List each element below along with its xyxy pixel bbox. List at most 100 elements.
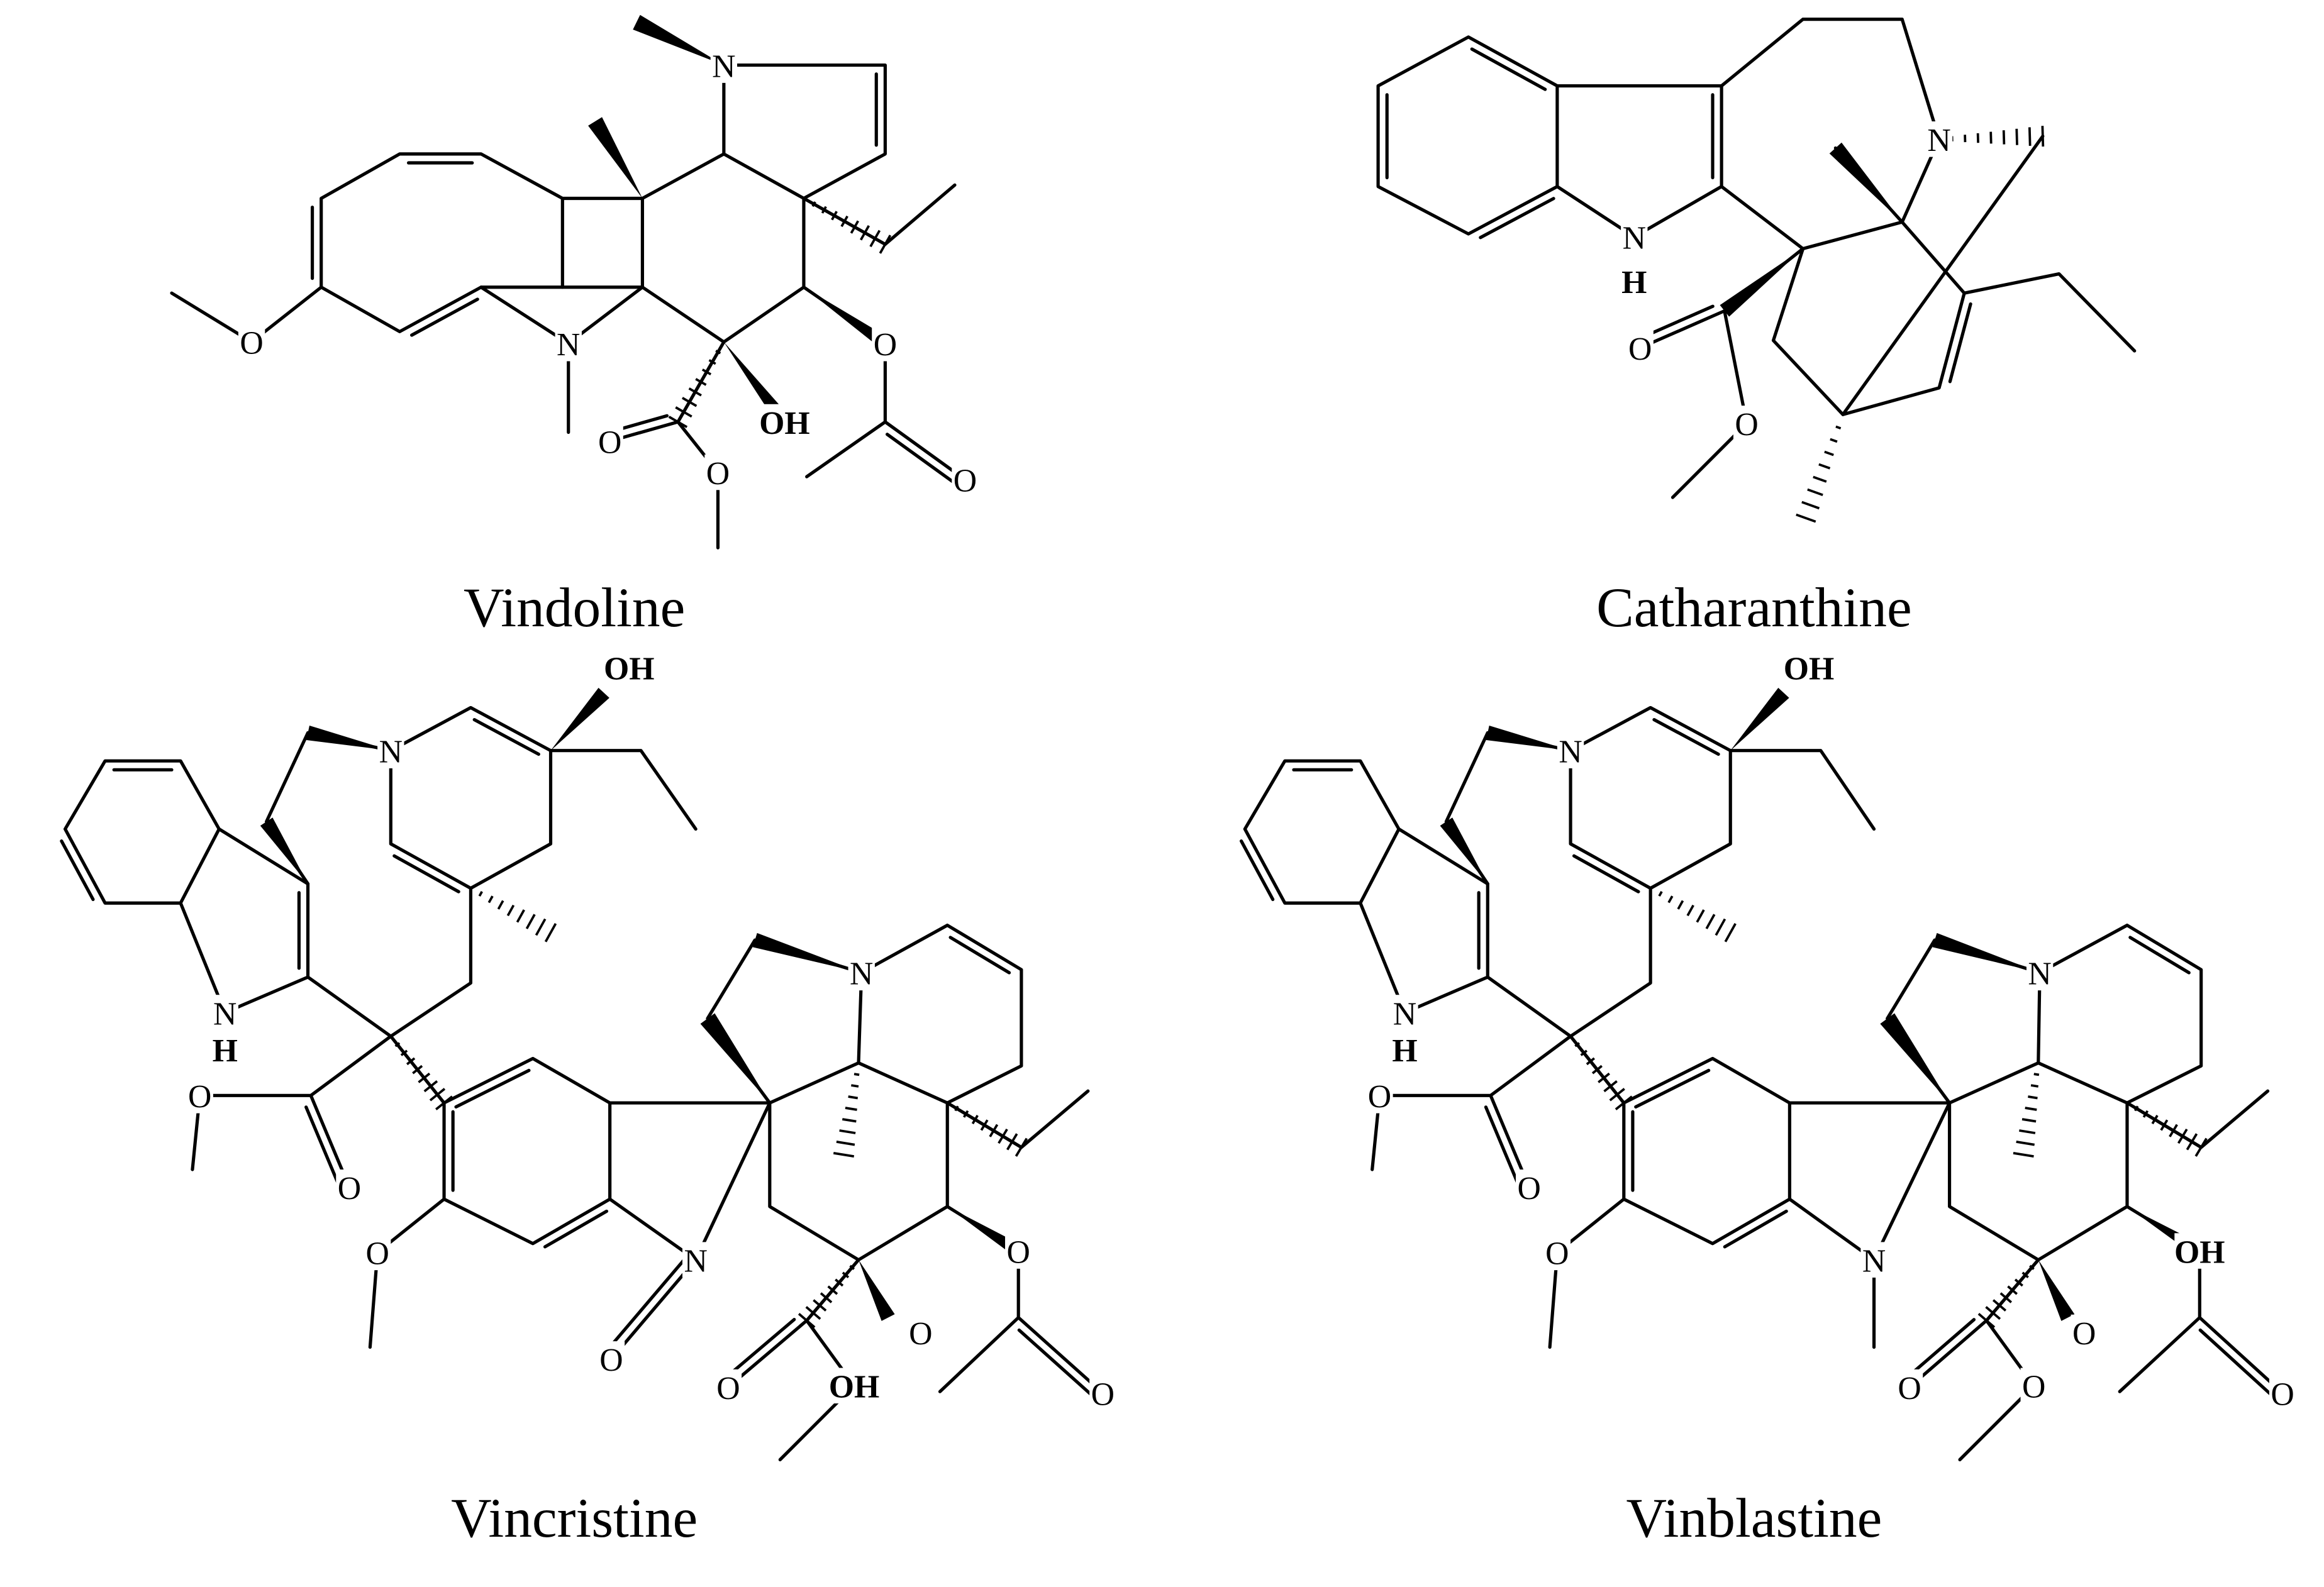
atom-label-backdrop (598, 1341, 625, 1377)
bond-line (1723, 309, 1749, 425)
bond-line (1728, 749, 1876, 831)
atom-label: O (599, 1342, 623, 1378)
bond-line (1841, 135, 2045, 416)
atom-label: O (1091, 1376, 1115, 1412)
atom-label-backdrop (1543, 1234, 1571, 1271)
hash-bond-stripe (487, 895, 494, 904)
hash-bond-stripe (2028, 1095, 2038, 1100)
atom-label: O (1898, 1371, 1921, 1407)
hash-bond-stripe (715, 350, 721, 355)
atom-label-backdrop (952, 462, 979, 498)
atom-label-backdrop (1626, 330, 1654, 366)
atom-label-backdrop (1391, 1032, 1418, 1068)
hash-bond-stripe (435, 1095, 453, 1110)
atom-label-backdrop (704, 454, 731, 490)
hash-bond-stripe (869, 229, 881, 248)
atom-label: OH (2174, 1234, 2225, 1270)
hash-bond-stripe (839, 1129, 856, 1134)
hash-bond-stripe (1835, 425, 1842, 430)
hash-bond-stripe (708, 359, 716, 365)
wedge-bond (588, 117, 643, 199)
wedge-bond (260, 817, 308, 884)
bond-line (2118, 1315, 2201, 1393)
hash-bond-stripe (821, 206, 827, 214)
double-bond-line (1634, 1068, 1711, 1109)
hash-bond-stripe (2151, 1115, 2159, 1125)
atom-label-backdrop (1783, 650, 1834, 686)
wedge-bond (633, 14, 724, 65)
bond-line (1622, 1056, 1791, 1246)
bond-line (265, 731, 392, 886)
wedge-bond (1932, 932, 2040, 973)
atom-label-backdrop (604, 650, 655, 686)
atom-label: N (557, 327, 580, 363)
atom-label: O (2072, 1316, 2096, 1352)
atom-label-backdrop (211, 1032, 238, 1068)
hash-bond-stripe (2030, 1084, 2038, 1088)
wedge-bond (1720, 248, 1803, 317)
hash-bond-stripe (429, 1088, 446, 1102)
bond-line (1787, 1197, 1876, 1262)
atom-label-backdrop (2020, 1368, 2047, 1404)
bond-line (1720, 137, 1941, 251)
hash-bond-stripe (971, 1115, 979, 1125)
hash-bond-stripe (2021, 1271, 2029, 1279)
bond-line (768, 1061, 949, 1262)
atom-label-backdrop (848, 954, 875, 991)
hash-bond-stripe (544, 922, 557, 943)
hash-bond-stripe (478, 890, 483, 897)
atom-label-backdrop (2026, 954, 2054, 991)
double-bond-line (543, 1209, 609, 1249)
double-bond-line (1239, 839, 1275, 902)
bond-line (805, 420, 887, 478)
wedge-bond (550, 687, 609, 751)
hash-bond-stripe (798, 1313, 816, 1329)
hash-bond-stripe (1813, 475, 1827, 483)
hash-bond-stripe (805, 1306, 821, 1320)
hash-bond-stripe (2014, 1278, 2023, 1287)
atom-label: OH (829, 1369, 880, 1405)
hash-bond-stripe (831, 211, 838, 221)
hash-bond-stripe (668, 416, 688, 428)
atom-label-backdrop (1925, 121, 1953, 157)
atom-label-backdrop (364, 1234, 391, 1271)
bond-line (1962, 272, 2137, 353)
atom-label-backdrop (1896, 1369, 1923, 1405)
double-bond-line (60, 839, 95, 902)
atom-label-backdrop (710, 47, 738, 83)
wedge-bond (1829, 142, 1903, 223)
caption-catharanthine: Catharanthine (1596, 577, 1912, 639)
bond-line (320, 152, 564, 333)
hash-bond-stripe (1667, 895, 1674, 904)
bond-line (1444, 731, 1572, 886)
hash-bond-stripe (2019, 1129, 2036, 1134)
atom-label: O (338, 1171, 361, 1207)
atom-label: N (1393, 996, 1416, 1032)
hash-bond-stripe (400, 1049, 408, 1056)
bond-line (1555, 84, 1723, 239)
caption-vincristine: Vincristine (451, 1487, 698, 1549)
bond-line (608, 1101, 772, 1262)
hash-bond-stripe (394, 1042, 401, 1048)
bond-line (938, 1315, 1020, 1393)
atom-label: O (1007, 1234, 1030, 1270)
hash-bond-stripe (849, 1264, 855, 1270)
hash-bond-stripe (1615, 1095, 1633, 1110)
hash-bond-stripe (1591, 1064, 1603, 1075)
atom-label-backdrop (377, 733, 404, 768)
atom-label-backdrop (238, 324, 265, 360)
atom-label-backdrop (211, 995, 238, 1031)
hash-bond-stripe (813, 1299, 827, 1312)
hash-bond-stripe (1985, 1306, 2001, 1320)
hash-bond-stripe (1598, 1072, 1610, 1083)
hash-bond-stripe (1677, 900, 1684, 910)
hash-bond-stripe (835, 1278, 844, 1287)
atom-label: N (213, 996, 236, 1032)
hash-bond-stripe (1977, 1313, 1996, 1329)
bond-line (608, 1197, 698, 1262)
wedge-bond (700, 1013, 770, 1103)
hash-bond-stripe (2177, 1128, 2188, 1144)
atom-label: N (1862, 1243, 1886, 1279)
